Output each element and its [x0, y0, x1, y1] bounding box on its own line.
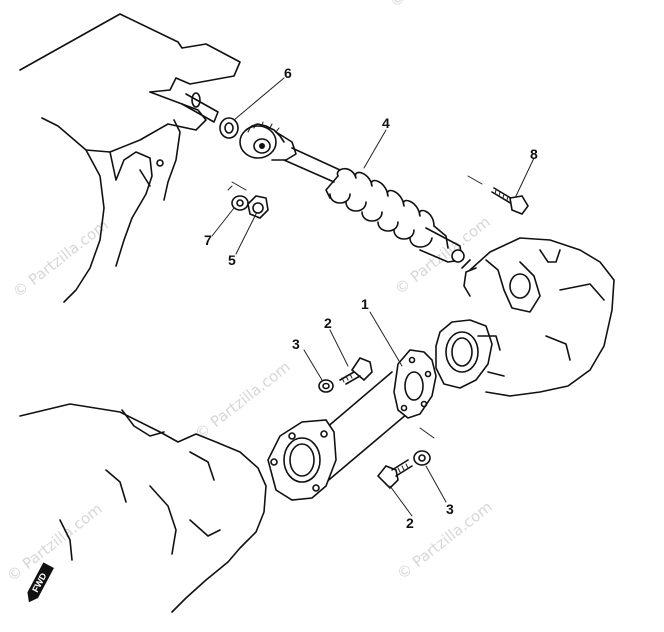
housing-flange	[435, 319, 505, 389]
callout-1: 1	[361, 296, 369, 312]
washer-part-3-lower	[413, 450, 431, 466]
watermark: © Partzilla.com	[386, 0, 488, 11]
watermark: © Partzilla.com	[393, 498, 495, 583]
frame-outline	[19, 13, 241, 303]
nut-part-5	[247, 195, 269, 219]
lower-body-outline	[19, 403, 267, 613]
bolt-part-8	[491, 187, 529, 215]
bolt-part-2-lower	[376, 459, 413, 490]
dash-mark	[419, 427, 435, 439]
rear-shock-absorber-part-4	[239, 121, 465, 263]
callout-labels: 1 2 2 3 3 4 5 6 7 8	[204, 65, 538, 531]
callout-3-upper: 3	[292, 336, 300, 352]
callout-6: 6	[284, 65, 292, 81]
callout-5: 5	[228, 252, 236, 268]
upper-mount-stub	[181, 92, 219, 123]
dash-mark	[227, 185, 233, 191]
washer-part-3-upper	[318, 379, 334, 393]
dash-mark	[231, 181, 247, 191]
leader-lines	[211, 77, 535, 517]
washer-part-6	[219, 117, 239, 139]
watermarks: © Partzilla.com © Partzilla.com © Partzi…	[3, 0, 495, 585]
dash-mark	[467, 175, 483, 185]
final-drive-housing	[461, 237, 615, 397]
callout-2-upper: 2	[324, 315, 332, 331]
callout-8: 8	[530, 146, 538, 162]
callout-2-lower: 2	[406, 515, 414, 531]
watermark: © Partzilla.com	[191, 358, 293, 443]
drive-shaft-tube-part-1	[267, 349, 437, 501]
watermark: © Partzilla.com	[3, 500, 105, 585]
callout-4: 4	[382, 115, 390, 131]
callout-3-lower: 3	[446, 501, 454, 517]
callout-7: 7	[204, 232, 212, 248]
bolt-part-2-upper	[339, 357, 373, 385]
watermark: © Partzilla.com	[9, 216, 111, 301]
watermark: © Partzilla.com	[391, 213, 493, 298]
